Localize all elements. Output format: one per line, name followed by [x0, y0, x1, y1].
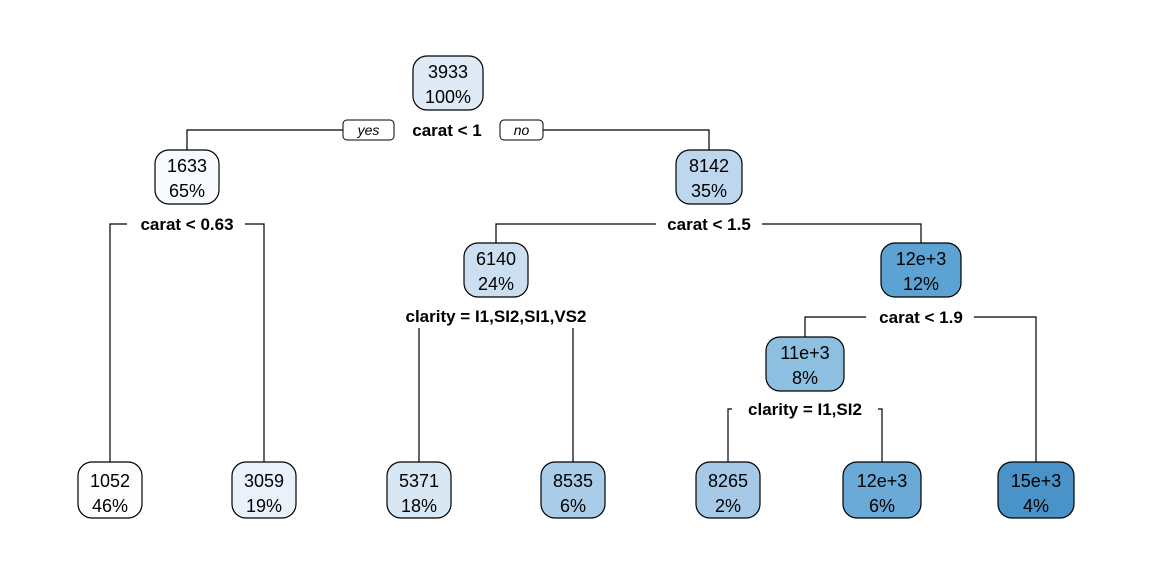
svg-text:yes: yes — [357, 122, 380, 138]
tree-node-n4: 12e+3 12% — [880, 242, 962, 298]
tree-node-n2: 8142 35% — [675, 149, 743, 205]
tree-leaf-7: 15e+3 4% — [997, 461, 1075, 519]
svg-text:8535: 8535 — [553, 471, 593, 491]
yes-label: yes — [342, 119, 395, 141]
svg-text:11e+3: 11e+3 — [780, 343, 829, 363]
svg-text:24%: 24% — [478, 274, 514, 294]
tree-node-n1: 1633 65% — [154, 149, 220, 205]
svg-text:12e+3: 12e+3 — [857, 471, 908, 491]
svg-text:6%: 6% — [560, 496, 586, 516]
edge-n5-right — [878, 408, 883, 462]
split-label-n1: carat < 0.63 — [140, 215, 233, 234]
svg-text:18%: 18% — [401, 496, 437, 516]
edge-n2-right — [762, 223, 922, 243]
svg-text:2%: 2% — [715, 496, 741, 516]
svg-text:65%: 65% — [169, 181, 205, 201]
edge-n1-right — [245, 223, 265, 462]
split-label-n5: clarity = I1,SI2 — [748, 400, 862, 419]
svg-text:1052: 1052 — [90, 471, 130, 491]
tree-node-n5: 11e+3 8% — [765, 336, 845, 392]
svg-text:12e+3: 12e+3 — [896, 249, 947, 269]
svg-text:15e+3: 15e+3 — [1011, 471, 1062, 491]
split-label-n4: carat < 1.9 — [879, 308, 963, 327]
tree-leaf-4: 8535 6% — [540, 461, 606, 519]
svg-text:8142: 8142 — [689, 156, 729, 176]
split-label-n3: clarity = I1,SI2,SI1,VS2 — [406, 307, 587, 326]
split-label-root: carat < 1 — [412, 121, 481, 140]
svg-text:100%: 100% — [425, 87, 471, 107]
no-label: no — [499, 119, 544, 141]
svg-text:8265: 8265 — [708, 471, 748, 491]
svg-text:no: no — [514, 122, 530, 138]
svg-text:6140: 6140 — [476, 249, 516, 269]
svg-text:35%: 35% — [691, 181, 727, 201]
tree-leaf-1: 1052 46% — [77, 461, 143, 519]
split-label-n2: carat < 1.5 — [667, 215, 751, 234]
edge-n2-left — [495, 223, 656, 243]
edge-n1-left — [109, 223, 127, 462]
svg-text:1633: 1633 — [167, 156, 207, 176]
tree-node-n3: 6140 24% — [463, 242, 529, 298]
svg-text:5371: 5371 — [399, 471, 439, 491]
tree-leaf-2: 3059 19% — [231, 461, 297, 519]
edge-n4-right — [974, 316, 1037, 462]
edge-root-right — [543, 129, 710, 150]
edge-n4-left — [804, 316, 866, 337]
edge-root-left — [186, 129, 343, 150]
tree-node-root: 3933 100% — [412, 55, 484, 111]
tree-leaf-5: 8265 2% — [695, 461, 761, 519]
svg-text:12%: 12% — [903, 274, 939, 294]
svg-text:3933: 3933 — [428, 62, 468, 82]
tree-edges — [109, 129, 1037, 462]
tree-leaf-3: 5371 18% — [386, 461, 452, 519]
svg-text:3059: 3059 — [244, 471, 284, 491]
tree-leaf-6: 12e+3 6% — [842, 461, 922, 519]
edge-n5-left — [727, 408, 732, 462]
svg-text:8%: 8% — [792, 368, 818, 388]
svg-text:6%: 6% — [869, 496, 895, 516]
svg-text:19%: 19% — [246, 496, 282, 516]
svg-text:46%: 46% — [92, 496, 128, 516]
svg-text:4%: 4% — [1023, 496, 1049, 516]
